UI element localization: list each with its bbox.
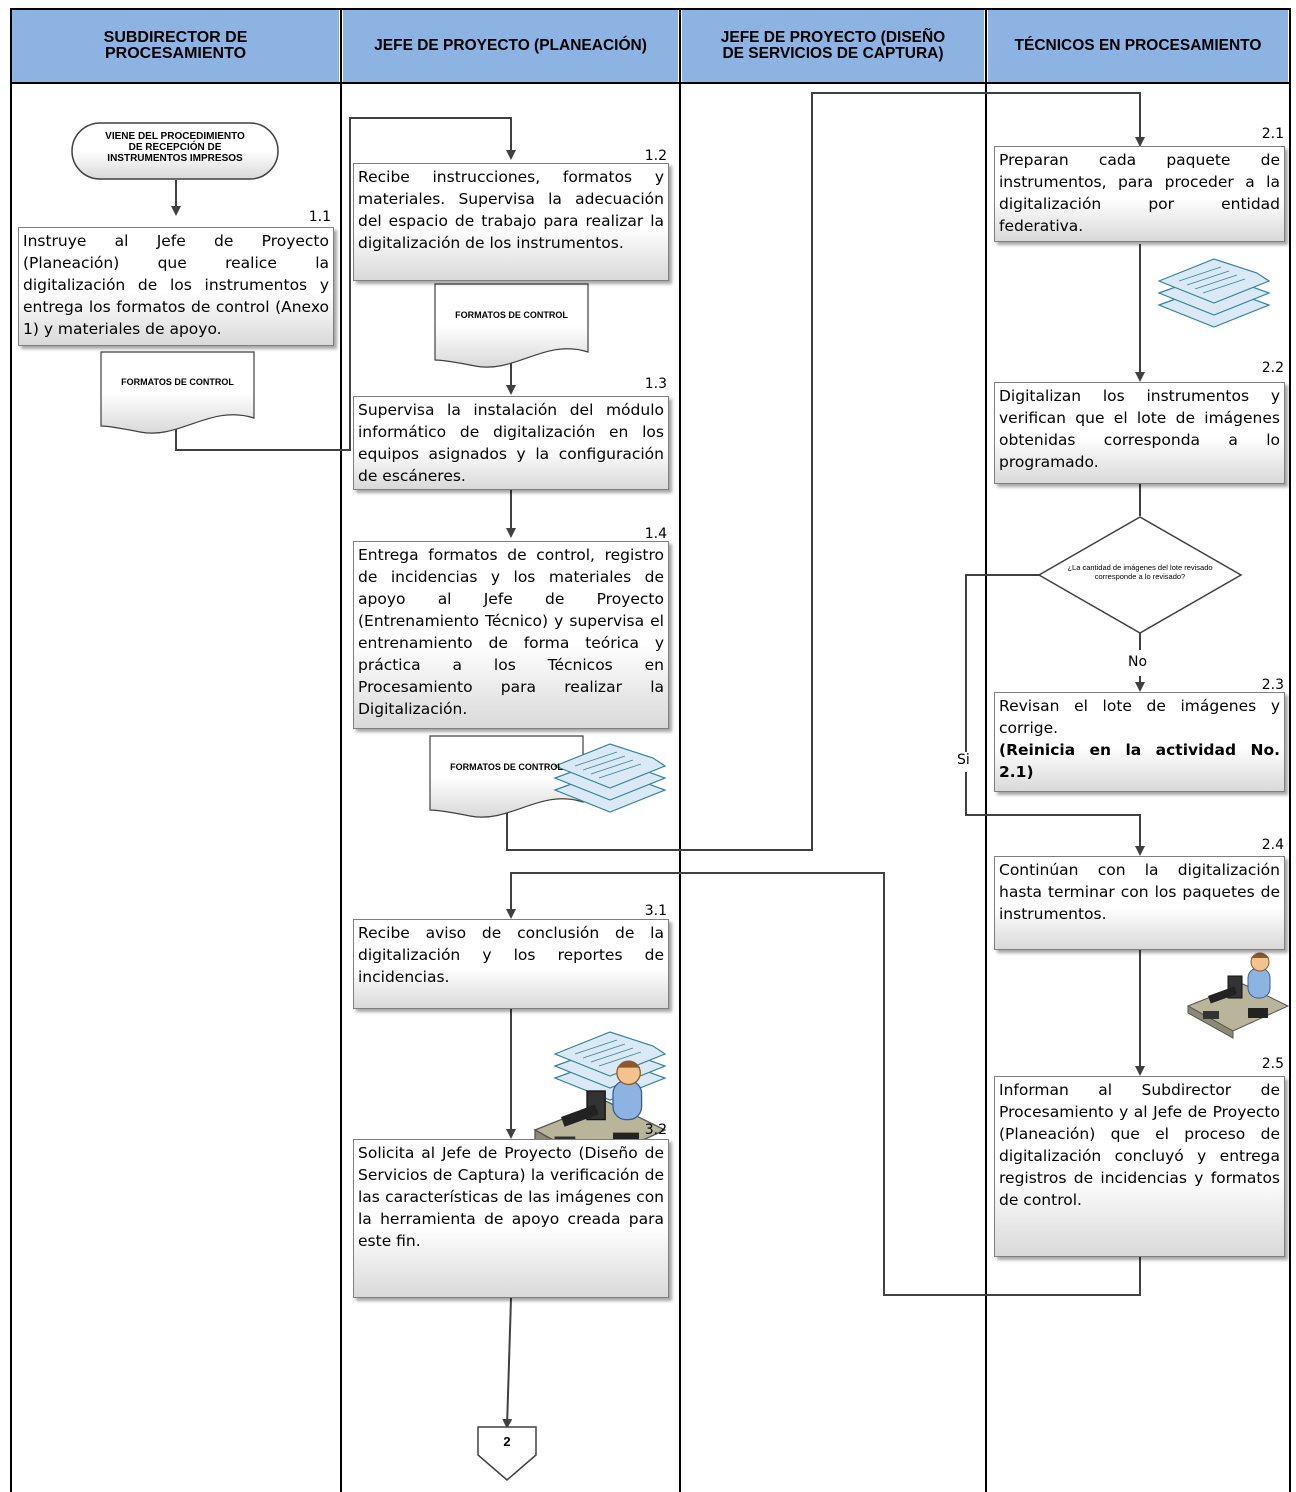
- lane-header-planeacion: JEFE DE PROYECTO (PLANEACIÓN): [343, 9, 678, 82]
- step-number: 2.4: [1261, 837, 1284, 853]
- decision-diamond: [1037, 516, 1243, 634]
- step-text: Entrega formatos de control, registro de…: [358, 546, 664, 718]
- step-box-2-4: Continúan con la digitalización hasta te…: [994, 856, 1285, 950]
- stacked-documents-icon: [1157, 258, 1271, 328]
- step-box-2-2: Digitalizan los instrumentos y verifican…: [994, 382, 1285, 484]
- step-text: Instruye al Jefe de Proyecto (Planeación…: [23, 232, 329, 338]
- step-number: 1.4: [644, 526, 667, 542]
- step-emphasis: (Reinicia en la actividad No. 2.1): [999, 741, 1280, 781]
- step-number: 3.2: [644, 1122, 667, 1138]
- step-number: 2.3: [1261, 677, 1284, 693]
- document-shape: [429, 735, 584, 818]
- step-box-1-4: Entrega formatos de control, registro de…: [353, 541, 669, 729]
- header-top-border: [10, 8, 1291, 10]
- lane-border: [985, 9, 987, 1492]
- lane-border: [340, 9, 342, 1492]
- step-text: Preparan cada paquete de instrumentos, p…: [999, 151, 1280, 235]
- step-number: 3.1: [644, 903, 667, 919]
- decision-yes-label: Si: [957, 752, 970, 768]
- lane-border: [679, 9, 681, 1492]
- step-box-3-2: Solicita al Jefe de Proyecto (Diseño de …: [353, 1139, 669, 1298]
- step-text: Digitalizan los instrumentos y verifican…: [999, 387, 1280, 471]
- lane-border: [1289, 9, 1291, 1492]
- stacked-documents-icon: [553, 743, 667, 813]
- person-at-computer-icon: [1186, 952, 1290, 1039]
- document-shape: [434, 283, 589, 368]
- step-number: 2.1: [1261, 126, 1284, 142]
- step-text: Solicita al Jefe de Proyecto (Diseño de …: [358, 1144, 664, 1250]
- lane-border: [10, 9, 12, 1492]
- document-label: FORMATOS DE CONTROL: [121, 377, 234, 387]
- step-text: Continúan con la digitalización hasta te…: [999, 861, 1280, 923]
- step-box-1-3: Supervisa la instalación del módulo info…: [353, 396, 669, 490]
- step-text: Recibe instrucciones, formatos y materia…: [358, 168, 664, 252]
- step-box-2-3: Revisan el lote de imágenes y corrige. (…: [994, 692, 1285, 792]
- document-shape: [100, 351, 255, 434]
- step-box-1-1: Instruye al Jefe de Proyecto (Planeación…: [18, 227, 334, 346]
- step-text: Supervisa la instalación del módulo info…: [358, 401, 664, 485]
- start-terminal-shape: [71, 122, 279, 180]
- lane-header-tecnicos: TÉCNICOS EN PROCESAMIENTO: [988, 9, 1288, 82]
- decision-question: ¿La cantidad de imágenes del lote revisa…: [1067, 563, 1213, 581]
- step-box-2-1: Preparan cada paquete de instrumentos, p…: [994, 146, 1285, 242]
- start-terminal: VIENE DEL PROCEDIMIENTO DE RECEPCIÓN DE …: [105, 131, 245, 164]
- lane-header-diseno: JEFE DE PROYECTO (DISEÑO DE SERVICIOS DE…: [682, 9, 984, 82]
- step-number: 1.1: [308, 209, 331, 225]
- document-label: FORMATOS DE CONTROL: [450, 762, 563, 772]
- off-page-connector-shape: [477, 1426, 537, 1481]
- document-label: FORMATOS DE CONTROL: [455, 310, 568, 320]
- step-text: Informan al Subdirector de Procesamiento…: [999, 1081, 1280, 1209]
- step-number: 2.2: [1261, 360, 1284, 376]
- step-number: 1.2: [644, 148, 667, 164]
- step-box-2-5: Informan al Subdirector de Procesamiento…: [994, 1076, 1285, 1257]
- step-text: Revisan el lote de imágenes y corrige.: [999, 697, 1280, 737]
- off-page-connector: 2: [503, 1434, 511, 1449]
- step-text: Recibe aviso de conclusión de la digital…: [358, 924, 664, 986]
- step-box-3-1: Recibe aviso de conclusión de la digital…: [353, 919, 669, 1009]
- step-number: 2.5: [1261, 1056, 1284, 1072]
- lane-header-subdirector: SUBDIRECTOR DE PROCESAMIENTO: [12, 9, 339, 82]
- header-bottom-border: [10, 82, 1291, 84]
- stacked-documents-icon: [553, 1031, 667, 1101]
- step-box-1-2: Recibe instrucciones, formatos y materia…: [353, 163, 669, 281]
- step-number: 1.3: [644, 376, 667, 392]
- decision-no-label: No: [1128, 654, 1148, 670]
